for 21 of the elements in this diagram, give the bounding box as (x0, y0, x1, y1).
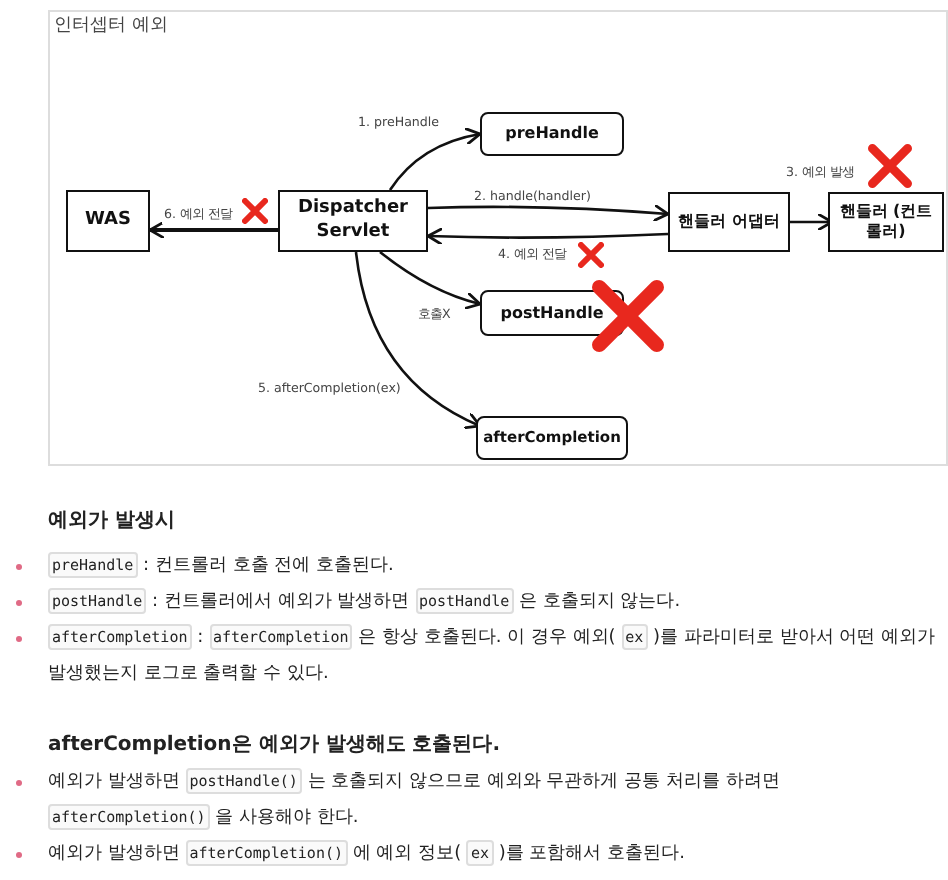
box-label: 핸들러 (컨트롤러) (837, 202, 935, 242)
arrow (388, 127, 482, 191)
panel-title: 인터셉터 예외 (54, 16, 168, 39)
arrow (354, 251, 482, 429)
process-box (476, 416, 628, 460)
process-box (668, 192, 790, 252)
section-heading: afterCompletion은 예외가 발생해도 호출된다. (48, 732, 503, 760)
box-label: Dispatcher Servlet (295, 198, 410, 244)
arrow (379, 250, 482, 310)
section-heading: 예외가 발생시 (48, 508, 177, 536)
process-box (480, 112, 624, 156)
box-label: postHandle (498, 303, 606, 323)
arrow (427, 203, 670, 223)
arrow (426, 227, 669, 246)
process-box (828, 192, 944, 252)
box-label: WAS (83, 209, 133, 233)
process-box (66, 190, 150, 252)
box-label: 핸들러 어댑터 (676, 212, 782, 232)
process-box (278, 190, 428, 252)
box-label: preHandle (503, 124, 601, 144)
arrow (148, 220, 278, 240)
